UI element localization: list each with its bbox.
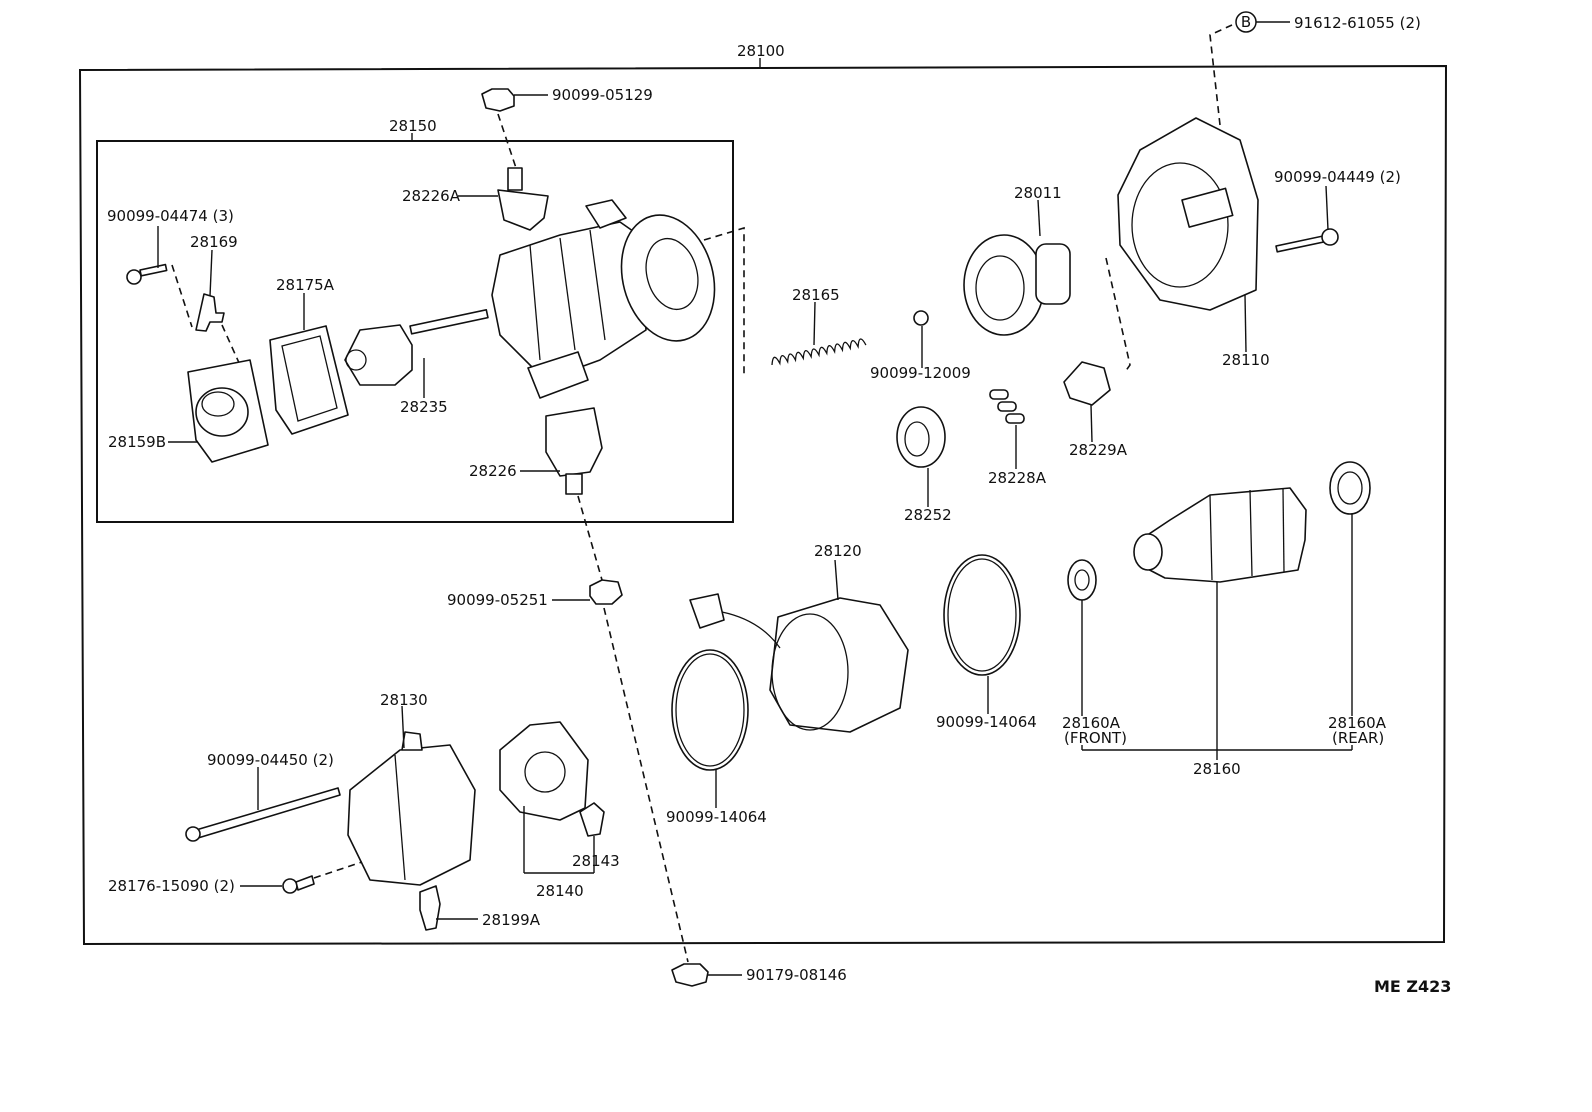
gasket-icon: [269, 325, 349, 435]
nut-icon: [671, 963, 709, 987]
label-brush-holder: 28140: [536, 882, 584, 900]
label-idler-gear: 28252: [904, 506, 952, 524]
armature-icon: [1133, 487, 1307, 583]
b-marker-circle: [1235, 11, 1257, 33]
label-through-bolt: 90099-04450 (2): [207, 751, 334, 769]
gear-icon: [896, 406, 946, 468]
cover-icon: [187, 359, 269, 463]
label-bearing-front-note: (FRONT): [1064, 729, 1127, 747]
label-yoke: 28120: [814, 542, 862, 560]
bolt-icon: [1275, 228, 1339, 253]
clip-icon: [195, 293, 225, 332]
bearing-icon: [1067, 559, 1097, 601]
o-ring-icon: [943, 554, 1021, 676]
label-gasket: 28175A: [276, 276, 335, 294]
ball-icon: [913, 310, 929, 326]
label-nut-mid: 90099-05251: [447, 591, 548, 609]
label-clutch: 28011: [1014, 184, 1062, 202]
label-sub-assembly: 28150: [389, 117, 437, 135]
end-frame-icon: [347, 731, 476, 886]
label-spring: 28165: [792, 286, 840, 304]
b-marker: B: [1241, 13, 1251, 31]
label-bolt-2: 90099-04449 (2): [1274, 168, 1401, 186]
label-bolt-b: 91612-61055 (2): [1294, 14, 1421, 32]
solenoid-body-icon: [491, 199, 716, 399]
label-bearing-rear-note: (REAR): [1332, 729, 1384, 747]
label-screw: 28176-15090 (2): [108, 877, 235, 895]
rollers-icon: [989, 389, 1025, 424]
o-ring-icon: [671, 649, 749, 771]
label-bolt-3: 90099-04474 (3): [107, 207, 234, 225]
label-cover: 28159B: [108, 433, 166, 451]
label-rollers: 28228A: [988, 469, 1047, 487]
label-clip: 28169: [190, 233, 238, 251]
label-bearing-rear: 28160A: [1328, 714, 1387, 732]
housing-icon: [1117, 117, 1259, 311]
screw-icon: [282, 875, 315, 894]
label-brush: 28143: [572, 852, 620, 870]
clutch-icon: [963, 234, 1071, 336]
label-o-ring-right: 90099-14064: [936, 713, 1037, 731]
bolt-icon: [126, 263, 168, 285]
terminal-a-icon: [497, 167, 549, 231]
label-terminal-a: 28226A: [402, 187, 461, 205]
label-end-frame: 28130: [380, 691, 428, 709]
retainer-icon: [1063, 361, 1111, 406]
plunger-icon: [344, 308, 489, 386]
label-assembly: 28100: [737, 42, 785, 60]
assembly-outer-frame: [78, 64, 1448, 946]
sub-assembly-frame: [96, 140, 734, 523]
spring-icon: [771, 338, 867, 366]
bearing-icon: [1329, 461, 1371, 515]
label-housing: 28110: [1222, 351, 1270, 369]
nut-icon: [481, 88, 515, 112]
label-nut-top: 90099-05129: [552, 86, 653, 104]
terminal-icon: [545, 407, 603, 495]
label-plunger: 28235: [400, 398, 448, 416]
through-bolt-icon: [185, 787, 341, 842]
label-bearing-front: 28160A: [1062, 714, 1121, 732]
label-grommet: 28199A: [482, 911, 541, 929]
yoke-icon: [689, 593, 909, 733]
brush-holder-icon: [499, 721, 589, 821]
label-retainer: 28229A: [1069, 441, 1128, 459]
reference-code: ME Z423: [1374, 977, 1451, 996]
nut-icon: [589, 579, 623, 605]
label-ball: 90099-12009: [870, 364, 971, 382]
label-nut-bottom: 90179-08146: [746, 966, 847, 984]
label-armature: 28160: [1193, 760, 1241, 778]
grommet-icon: [419, 885, 441, 931]
brush-icon: [579, 802, 605, 837]
label-terminal: 28226: [469, 462, 517, 480]
label-o-ring-left: 90099-14064: [666, 808, 767, 826]
